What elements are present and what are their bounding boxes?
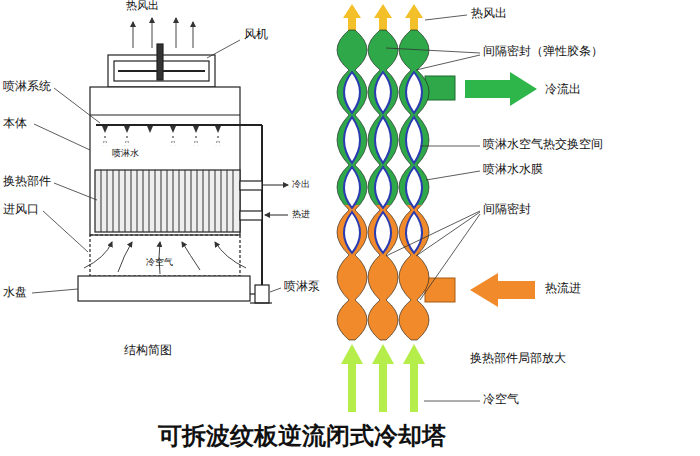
diagram-title: 可拆波纹板逆流闭式冷却塔 [158, 420, 446, 452]
part-label: 水盘 [3, 286, 27, 300]
part-label: 换热部件局部放大 [470, 352, 566, 366]
part-label: 冷流出 [545, 83, 581, 97]
part-label: 热流进 [545, 282, 581, 296]
part-label: 本体 [3, 117, 27, 131]
part-label: 喷淋水 [112, 148, 139, 158]
part-label: 冷出 [292, 179, 310, 189]
part-label: 热风出 [471, 7, 507, 21]
part-label: 喷淋水空气热交换空间 [483, 138, 603, 152]
part-label: 风机 [244, 28, 268, 42]
part-label: 换热部件 [3, 175, 51, 189]
part-label: 喷淋系统 [3, 80, 51, 94]
part-label: 结构简图 [124, 344, 172, 358]
part-label: 热进 [292, 209, 310, 219]
part-label: 冷空气 [483, 393, 519, 407]
part-label: 间隔密封（弹性胶条） [483, 45, 603, 59]
part-label: 热风出 [126, 0, 159, 13]
part-label: 喷淋泵 [284, 280, 320, 294]
part-label: 喷淋水水膜 [483, 163, 543, 177]
part-label: 冷空气 [146, 257, 173, 267]
part-label: 间隔密封 [483, 203, 531, 217]
part-label: 进风口 [3, 203, 39, 217]
